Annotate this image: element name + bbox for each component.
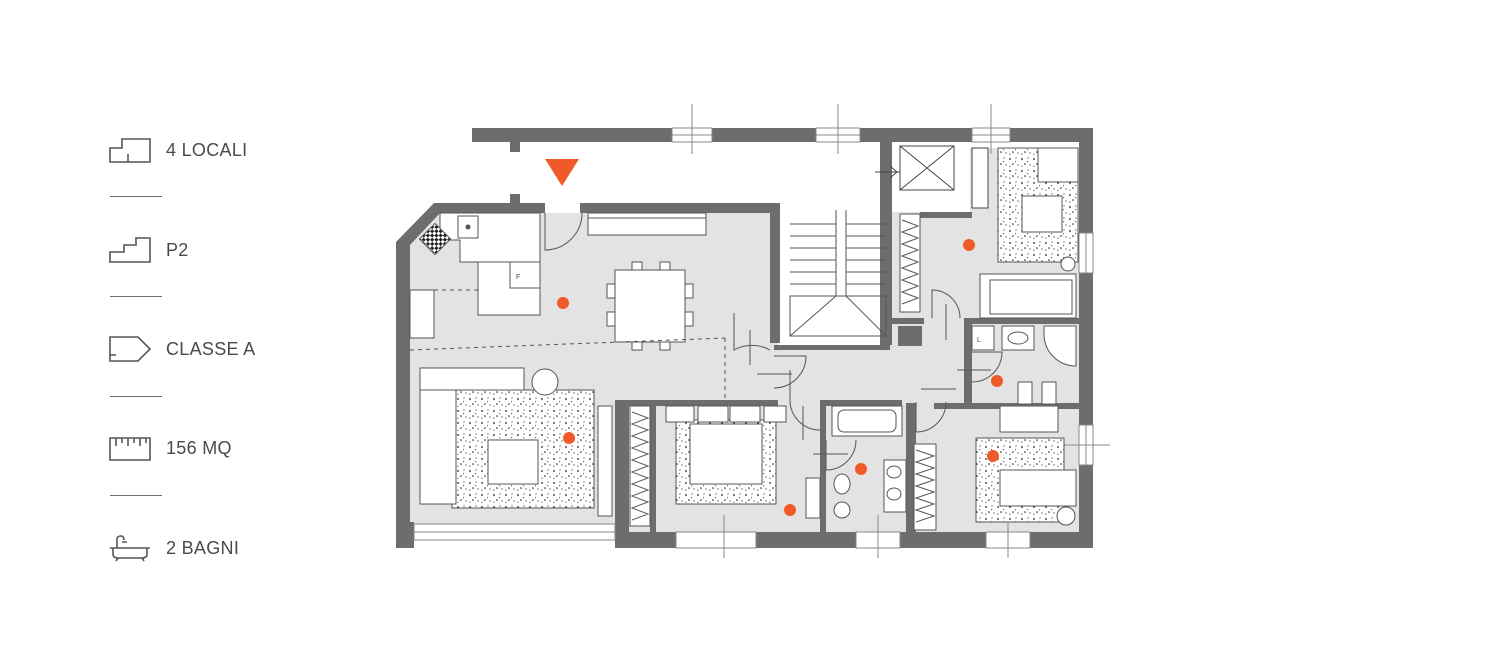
doors [544, 212, 1003, 471]
laundry-label: L [977, 337, 981, 344]
divider [110, 296, 162, 297]
bathroom-2 [971, 325, 1077, 405]
floorplan-outline-icon [108, 136, 152, 164]
divider [110, 396, 162, 397]
divider [110, 196, 162, 197]
dining-table [587, 212, 707, 351]
spec-rooms: 4 LOCALI [108, 130, 247, 170]
windows [413, 104, 1110, 558]
bedroom-main [629, 405, 787, 527]
bathtub-icon [108, 534, 152, 562]
kitchen [409, 212, 541, 339]
zone-dividers [409, 289, 726, 400]
elevator [875, 145, 989, 209]
energy-tag-icon [108, 335, 152, 363]
room-marker-kitchen[interactable] [557, 297, 569, 309]
room-marker-bathroom-1[interactable] [855, 463, 867, 475]
fridge-label: F [516, 274, 520, 281]
room-marker-bedroom-lower-right[interactable] [987, 450, 999, 462]
entrance-arrow-icon [545, 159, 579, 186]
bathroom-1 [805, 405, 907, 519]
ruler-icon [108, 434, 152, 462]
room-markers [557, 239, 1003, 516]
spec-bathrooms-label: 2 BAGNI [166, 537, 240, 558]
bedroom-upper-right [899, 147, 1079, 319]
staircase [789, 210, 887, 337]
living-room [419, 367, 613, 517]
stairs-floor-icon [108, 236, 152, 264]
spec-bathrooms: 2 BAGNI [108, 528, 239, 568]
room-marker-bathroom-2[interactable] [991, 375, 1003, 387]
room-marker-bedroom-main[interactable] [784, 504, 796, 516]
spec-area: 156 MQ [108, 428, 232, 468]
spec-energy: CLASSE A [108, 329, 255, 369]
spec-floor-label: P2 [166, 239, 189, 260]
spec-floor: P2 [108, 230, 189, 270]
spec-energy-label: CLASSE A [166, 338, 256, 359]
divider [110, 495, 162, 496]
spec-rooms-label: 4 LOCALI [166, 139, 248, 160]
elevator-shaft [897, 147, 955, 193]
room-marker-living[interactable] [563, 432, 575, 444]
spec-area-label: 156 MQ [166, 437, 232, 458]
room-marker-bedroom-upper-right[interactable] [963, 239, 975, 251]
walls [396, 128, 1093, 548]
